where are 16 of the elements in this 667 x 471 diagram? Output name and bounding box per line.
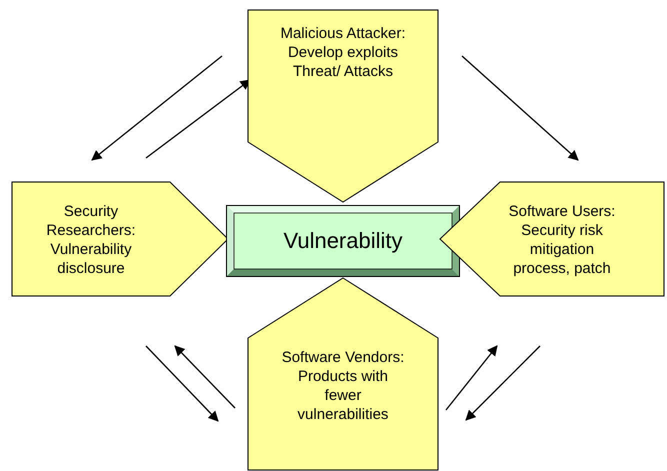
pentagon-box <box>248 10 438 202</box>
node-text: Security Researchers: Vulnerability disclosure <box>45 202 137 278</box>
arrow <box>146 346 219 422</box>
node-text: Software Users: Security risk mitigation process, patch <box>508 202 616 278</box>
pentagon-box <box>440 182 664 296</box>
node-text: Software Vendors: Products with fewer vulnerabilities <box>280 348 406 424</box>
bevelled-box <box>226 205 460 277</box>
arrow <box>465 346 540 421</box>
arrow <box>91 56 222 161</box>
node-text: Malicious Attacker: Develop exploits Threat/ Attacks <box>279 24 407 81</box>
arrow <box>462 56 579 161</box>
arrow <box>174 345 236 408</box>
pentagon-box <box>12 182 228 296</box>
pentagon-box <box>248 278 438 470</box>
node-text: Vulnerability <box>282 228 404 254</box>
arrow <box>446 345 498 410</box>
